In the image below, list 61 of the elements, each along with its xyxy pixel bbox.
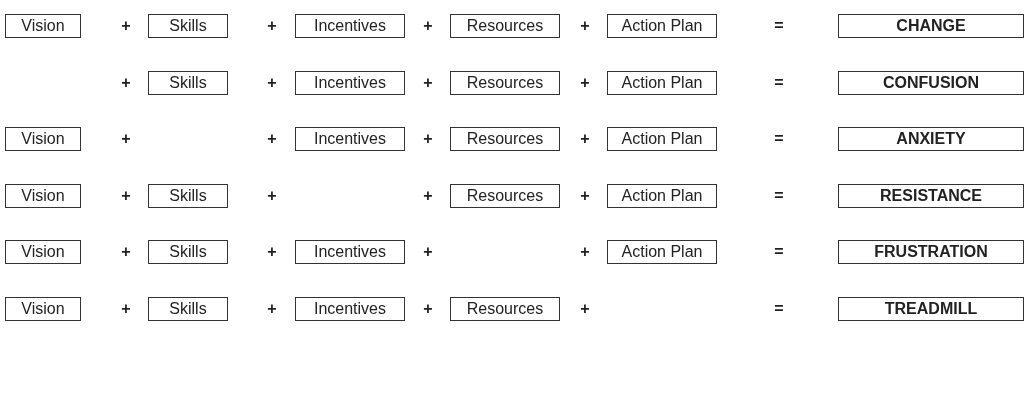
- result-box: ANXIETY: [838, 127, 1024, 151]
- equals-sign: =: [773, 72, 785, 93]
- plus-sign: +: [266, 185, 278, 206]
- factor-box: Vision: [5, 240, 81, 264]
- plus-sign: +: [422, 129, 434, 149]
- plus-sign: +: [579, 242, 591, 262]
- result-box: CHANGE: [838, 14, 1024, 38]
- factor-box: Action Plan: [607, 14, 717, 38]
- factor-box: Action Plan: [607, 240, 717, 264]
- equals-sign: =: [773, 185, 785, 206]
- factor-box: Incentives: [295, 14, 405, 38]
- result-box: CONFUSION: [838, 70, 1024, 95]
- plus-sign: +: [422, 298, 434, 319]
- factor-box: Vision: [5, 127, 81, 151]
- factor-box: Vision: [5, 183, 81, 208]
- factor-box: Skills: [148, 14, 228, 38]
- plus-sign: +: [579, 298, 591, 319]
- factor-box: Action Plan: [607, 127, 717, 151]
- plus-sign: +: [422, 185, 434, 206]
- factor-box: Vision: [5, 296, 81, 321]
- plus-sign: +: [266, 298, 278, 319]
- equals-sign: =: [773, 298, 785, 319]
- plus-sign: +: [579, 72, 591, 93]
- result-box: FRUSTRATION: [838, 240, 1024, 264]
- plus-sign: +: [579, 185, 591, 206]
- factor-box: Skills: [148, 296, 228, 321]
- plus-sign: +: [120, 129, 132, 149]
- factor-box: Incentives: [295, 70, 405, 95]
- factor-box: Resources: [450, 14, 560, 38]
- result-box: RESISTANCE: [838, 183, 1024, 208]
- plus-sign: +: [579, 16, 591, 36]
- factor-box: Action Plan: [607, 70, 717, 95]
- factor-box: Action Plan: [607, 183, 717, 208]
- factor-box: Incentives: [295, 127, 405, 151]
- factor-box: Skills: [148, 183, 228, 208]
- factor-box: Resources: [450, 70, 560, 95]
- factor-box: Skills: [148, 240, 228, 264]
- factor-box: Vision: [5, 14, 81, 38]
- result-box: TREADMILL: [838, 296, 1024, 321]
- equals-sign: =: [773, 16, 785, 36]
- factor-box: Incentives: [295, 296, 405, 321]
- plus-sign: +: [266, 242, 278, 262]
- factor-box: Skills: [148, 70, 228, 95]
- equals-sign: =: [773, 129, 785, 149]
- factor-box: Resources: [450, 183, 560, 208]
- equals-sign: =: [773, 242, 785, 262]
- plus-sign: +: [120, 242, 132, 262]
- plus-sign: +: [120, 16, 132, 36]
- plus-sign: +: [120, 298, 132, 319]
- plus-sign: +: [266, 16, 278, 36]
- plus-sign: +: [120, 72, 132, 93]
- plus-sign: +: [120, 185, 132, 206]
- factor-box: Resources: [450, 127, 560, 151]
- plus-sign: +: [579, 129, 591, 149]
- factor-box: Resources: [450, 296, 560, 321]
- plus-sign: +: [422, 16, 434, 36]
- factor-box: Incentives: [295, 240, 405, 264]
- plus-sign: +: [266, 72, 278, 93]
- plus-sign: +: [266, 129, 278, 149]
- plus-sign: +: [422, 242, 434, 262]
- plus-sign: +: [422, 72, 434, 93]
